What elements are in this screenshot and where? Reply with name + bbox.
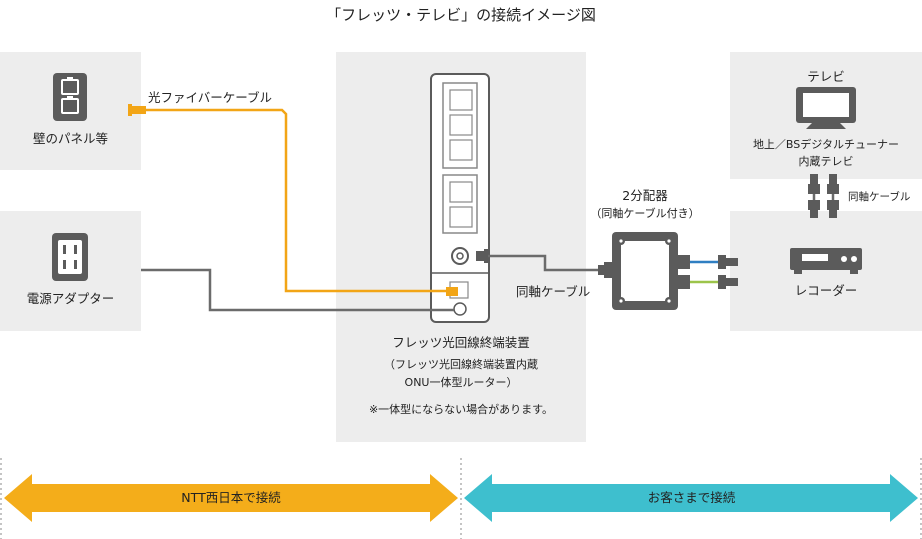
onu-note-line1: （フレッツ光回線終端装置内蔵	[384, 358, 538, 371]
power-outlet-icon	[52, 233, 88, 281]
fiber-cable-line	[146, 108, 450, 293]
splitter-note: （同軸ケーブル付き）	[590, 207, 700, 220]
wall-panel-label: 壁のパネル等	[32, 131, 108, 146]
customer-connection-label: お客さまで接続	[647, 490, 736, 505]
tv-desc-line2: 内蔵テレビ	[798, 155, 854, 168]
tv-desc-line1: 地上／BSデジタルチューナー	[752, 138, 900, 151]
splitter-label: 2分配器	[622, 188, 668, 203]
page-title: 「フレッツ・テレビ」の接続イメージ図	[326, 6, 596, 24]
onu-note-line2: ONU一体型ルーター）	[404, 376, 518, 389]
ntt-connection-label: NTT西日本で接続	[181, 490, 281, 505]
coax-connector-recorder	[718, 255, 738, 289]
tv-label: テレビ	[807, 69, 845, 84]
onu-name-label: フレッツ光回線終端装置	[392, 335, 530, 350]
fiber-connector-onu	[446, 287, 458, 296]
ntt-arrow	[4, 474, 458, 522]
tv-icon	[796, 87, 856, 129]
recorder-icon	[790, 248, 862, 274]
onu-note-line3: ※一体型にならない場合があります。	[368, 403, 554, 416]
recorder-box	[730, 211, 922, 331]
coax-connector-icon	[476, 249, 488, 263]
power-cable-line	[141, 268, 454, 312]
fiber-connector-left	[128, 104, 146, 116]
coax-cable-main	[488, 254, 600, 272]
splitter-icon	[612, 232, 690, 310]
fiber-cable-label: 光ファイバーケーブル	[148, 90, 273, 105]
coax-cable-side-label: 同軸ケーブル	[848, 191, 911, 203]
customer-arrow	[464, 474, 918, 522]
onu-device-icon	[430, 73, 490, 323]
recorder-label: レコーダー	[794, 283, 858, 298]
coax-cable-vertical	[808, 174, 839, 218]
coax-connector-splitter-in	[598, 262, 614, 278]
coax-cable-main-label: 同軸ケーブル	[516, 284, 591, 299]
phone-jack-icon	[53, 73, 87, 121]
power-adapter-label: 電源アダプター	[26, 291, 115, 306]
